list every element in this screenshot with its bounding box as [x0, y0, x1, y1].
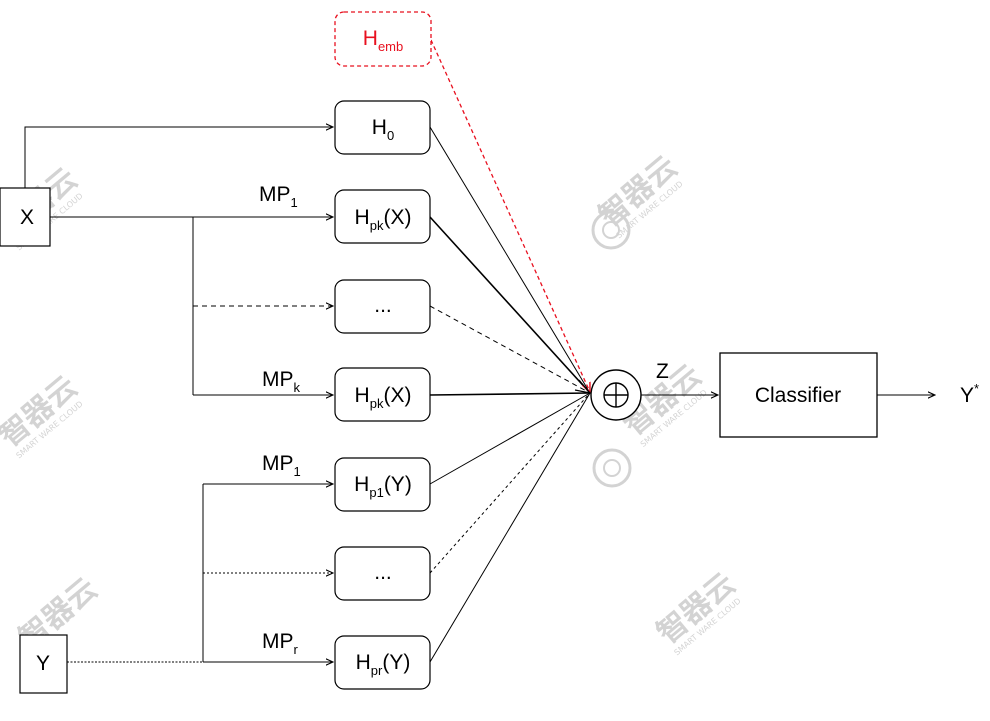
edge-ellipsis-x-to-combine	[429, 305, 591, 394]
classifier-label: Classifier	[755, 384, 841, 407]
hpk1-suffix: (X)	[383, 206, 411, 229]
hp1-suffix: (Y)	[384, 473, 412, 496]
input-x-label: X	[20, 206, 34, 229]
node-h0: H0	[334, 100, 431, 155]
h-emb-sub: emb	[378, 39, 403, 54]
edge-label-mpr: MPr	[262, 630, 299, 657]
watermark-flower-icon-1	[591, 210, 631, 250]
edges	[24, 126, 935, 663]
output-label: Y*	[960, 381, 979, 407]
node-ellipsis-y: ...	[334, 546, 431, 601]
classifier-node: Classifier	[719, 352, 878, 438]
edge-h0-to-combine	[429, 126, 591, 394]
edge-ellipsis-y-to-combine	[429, 392, 591, 574]
edge-hp1-to-combine	[429, 392, 591, 485]
hpr-base: H	[356, 651, 371, 674]
svg-text:Hpk(X): Hpk(X)	[355, 384, 412, 411]
node-ellipsis-x: ...	[334, 279, 431, 334]
edge-x-to-h0	[24, 127, 333, 188]
watermark-logo-3: 智器云 SMART WARE CLOUD	[0, 369, 85, 460]
h-emb-base: H	[363, 27, 378, 50]
edge-label-mp1-x: MP1	[259, 183, 298, 210]
watermark-logo-1: 智器云 SMART WARE CLOUD	[593, 149, 685, 240]
hpr-sub: pr	[371, 663, 383, 678]
input-y: Y	[19, 634, 68, 694]
edge-hpk1-to-combine	[429, 216, 591, 394]
ellipsis-x-text: ...	[374, 294, 392, 317]
watermark-logo-5: 智器云 SMART WARE CLOUD	[651, 566, 743, 657]
edge-hpk2-to-combine	[429, 392, 591, 396]
hpk2-base: H	[355, 384, 370, 407]
node-h-pk-x-1: Hpk(X)	[334, 189, 431, 244]
hp1-sub: p1	[369, 485, 383, 500]
node-h-p1-y: Hp1(Y)	[334, 457, 431, 512]
node-h-pk-x-2: Hpk(X)	[334, 367, 431, 422]
combine-node	[590, 369, 642, 421]
hpk2-suffix: (X)	[383, 384, 411, 407]
hpk2-sub: pk	[370, 396, 384, 411]
edge-label-mpk: MPk	[262, 368, 301, 395]
svg-text:Hp1(Y): Hp1(Y)	[354, 473, 412, 500]
input-x: X	[0, 187, 51, 247]
combine-input-arrow	[574, 379, 592, 394]
hpk1-sub: pk	[370, 218, 384, 233]
hp1-base: H	[354, 473, 369, 496]
hpk1-base: H	[355, 206, 370, 229]
node-h-pr-y: Hpr(Y)	[334, 635, 431, 690]
node-h-emb: Hemb	[334, 11, 432, 67]
edge-hemb-to-combine	[430, 39, 590, 392]
hpr-suffix: (Y)	[382, 651, 410, 674]
z-label: Z	[656, 360, 669, 383]
svg-text:Hpk(X): Hpk(X)	[355, 206, 412, 233]
svg-text:H0: H0	[372, 116, 394, 143]
ellipsis-y-text: ...	[374, 561, 392, 584]
edge-hpr-to-combine	[429, 392, 591, 663]
edge-label-mp1-y: MP1	[262, 452, 301, 479]
h0-sub: 0	[387, 128, 394, 143]
svg-text:Hpr(Y): Hpr(Y)	[356, 651, 411, 678]
h0-base: H	[372, 116, 387, 139]
svg-text:Hemb: Hemb	[363, 27, 403, 54]
input-y-label: Y	[36, 652, 50, 675]
watermark-flower-icon-2	[592, 448, 632, 488]
